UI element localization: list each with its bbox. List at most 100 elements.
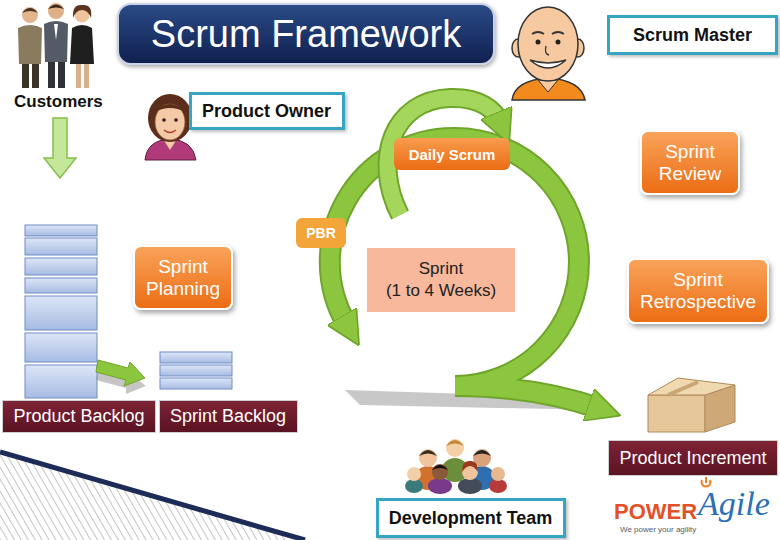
event-box: Sprint Retrospective <box>627 258 769 324</box>
sprint-backlog-stack <box>160 378 232 389</box>
backlog-transfer-arrow <box>96 360 146 394</box>
customers-figure <box>48 60 55 88</box>
node-text: Daily Scrum <box>409 146 496 163</box>
logo-tagline: We power your agility <box>620 525 696 535</box>
scrum-master-avatar <box>518 7 578 81</box>
corner-hatch <box>0 452 305 540</box>
product-backlog-stack <box>25 238 97 255</box>
node-text: Sprint Planning <box>143 256 223 300</box>
event-box: PBR <box>296 218 346 248</box>
customers-figure <box>48 3 64 19</box>
event-box: Daily Scrum <box>394 138 510 170</box>
event-box: Sprint Planning <box>133 245 233 310</box>
customers-figure <box>58 60 65 88</box>
sprint-cycle-arrow <box>330 98 600 410</box>
customer-arrow <box>44 118 76 178</box>
corner-hatch <box>0 452 305 540</box>
development-team-figure <box>407 467 421 481</box>
product-backlog-stack <box>25 225 97 398</box>
node-text: Sprint Backlog <box>170 406 286 427</box>
customers-figure <box>84 62 89 88</box>
corner-hatch <box>0 452 305 540</box>
node-text: Product Owner <box>202 101 331 122</box>
role-box: Scrum Master <box>607 15 778 55</box>
increment-package <box>648 378 735 395</box>
scrum-master-avatar <box>512 7 585 100</box>
scrum-master-avatar <box>538 80 558 92</box>
event-box: Sprint Review <box>640 130 740 195</box>
customers-figure <box>54 24 58 40</box>
artifact-box: Product Backlog <box>2 400 156 433</box>
role-box: Product Owner <box>189 92 345 130</box>
backlog-transfer-arrow <box>96 360 145 386</box>
customers-figure <box>44 21 68 62</box>
title-banner: Scrum Framework <box>117 3 495 65</box>
increment-package <box>668 382 698 395</box>
development-team-figure <box>491 467 505 481</box>
development-team-figure <box>405 439 507 494</box>
customers-figure <box>22 7 38 23</box>
product-owner-avatar <box>164 130 176 133</box>
product-owner-avatar <box>155 104 185 112</box>
development-team-figure <box>428 478 452 494</box>
sprint-backlog-stack <box>160 365 232 376</box>
customers-figure <box>70 25 94 64</box>
product-backlog-stack <box>25 296 97 330</box>
development-team-figure <box>458 478 482 494</box>
product-backlog-stack <box>25 225 97 236</box>
development-team-figure <box>432 465 448 470</box>
sprint-backlog-stack <box>160 352 232 389</box>
logo-word: POWER <box>614 501 697 523</box>
node-text: Sprint <box>419 258 463 280</box>
customers-figure <box>22 8 38 13</box>
development-team-figure <box>462 461 478 472</box>
customers-figure <box>18 3 94 88</box>
product-backlog-stack <box>25 278 97 293</box>
customer-arrow <box>44 118 76 178</box>
artifact-box: Sprint Backlog <box>159 400 298 433</box>
increment-package <box>648 378 735 432</box>
product-backlog-stack <box>25 365 97 398</box>
customers-figure <box>18 25 42 64</box>
node-text: Product Increment <box>619 448 766 469</box>
node-text: (1 to 4 Weeks) <box>386 280 496 302</box>
development-team-figure <box>473 450 491 456</box>
logo-word: Agile <box>698 487 770 521</box>
sprint-backlog-stack <box>160 352 232 363</box>
role-box: Development Team <box>376 498 566 538</box>
scrum-master-avatar <box>552 32 564 34</box>
development-team-figure <box>489 479 507 493</box>
node-text: Scrum Master <box>633 25 752 46</box>
customers-figure <box>48 5 64 10</box>
node-text: Sprint Review <box>650 141 730 185</box>
product-owner-avatar <box>148 94 192 142</box>
logo-power-icon <box>705 477 707 483</box>
customers-figure <box>32 62 39 88</box>
product-backlog-stack <box>25 258 97 275</box>
title-text: Scrum Framework <box>151 13 461 56</box>
actor-caption: Customers <box>14 93 103 112</box>
development-team-figure <box>446 440 464 446</box>
development-team-figure <box>419 449 437 467</box>
scrum-master-avatar <box>530 60 566 68</box>
node-text: Product Backlog <box>13 406 144 427</box>
node-text: Sprint Retrospective <box>637 269 759 313</box>
product-owner-avatar <box>155 104 185 140</box>
development-team-figure <box>419 450 437 456</box>
increment-package <box>648 395 705 432</box>
product-owner-avatar <box>162 118 166 122</box>
artifact-box: Product Increment <box>608 440 778 476</box>
logo-power-icon <box>702 477 711 487</box>
scrum-master-avatar <box>556 40 561 45</box>
product-owner-avatar <box>174 118 178 122</box>
development-team-figure <box>446 439 464 457</box>
scrum-master-avatar <box>532 32 544 34</box>
customers-figure <box>22 62 29 88</box>
customers-figure <box>73 5 91 18</box>
scrum-master-avatar <box>536 40 541 45</box>
sprint-box: Sprint(1 to 4 Weeks) <box>367 248 515 312</box>
product-owner-avatar <box>145 139 196 160</box>
customers-figure <box>76 62 81 88</box>
development-team-figure <box>405 479 423 493</box>
